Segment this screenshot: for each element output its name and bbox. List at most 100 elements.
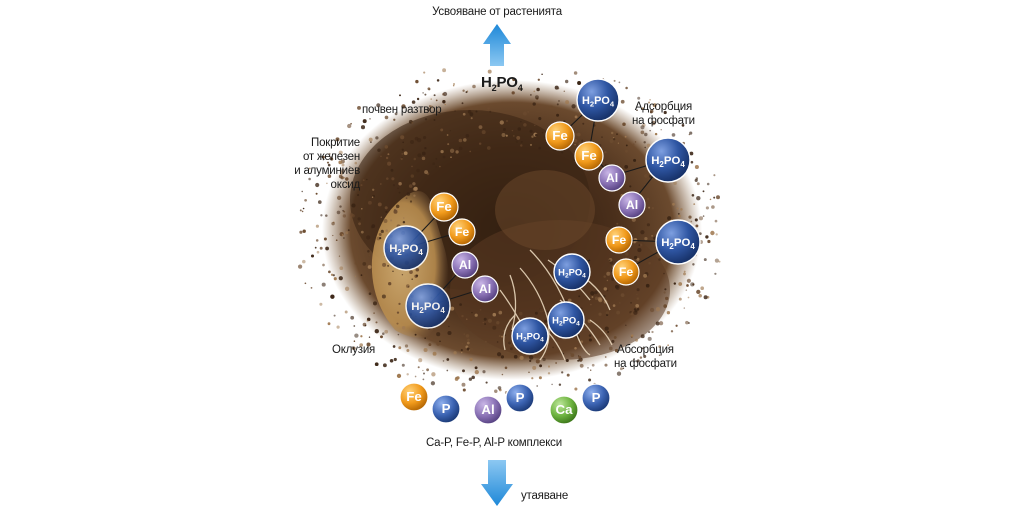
arrow-down-icon	[481, 460, 513, 506]
soil-speck	[404, 344, 409, 348]
soil-speck	[616, 222, 619, 225]
soil-speck	[698, 232, 702, 236]
soil-speck	[319, 246, 323, 250]
soil-speck	[304, 198, 307, 202]
soil-speck	[422, 369, 424, 372]
soil-speck	[515, 140, 519, 143]
fe-ion: Fe	[574, 141, 604, 171]
soil-speck	[357, 251, 359, 253]
soil-speck	[448, 325, 450, 328]
soil-speck	[342, 209, 344, 212]
fe-ion-sphere	[612, 258, 640, 286]
soil-speck	[405, 284, 410, 288]
soil-speck	[703, 258, 707, 262]
soil-speck	[385, 229, 388, 232]
soil-speck	[625, 252, 629, 256]
phosphate-ion-part: H	[411, 301, 419, 313]
soil-speck	[695, 224, 699, 228]
soil-speck	[375, 136, 379, 140]
soil-speck	[466, 341, 470, 345]
p-ion: P	[581, 383, 611, 413]
soil-speck	[377, 148, 381, 152]
soil-speck	[501, 133, 506, 137]
soil-speck	[406, 349, 410, 352]
soil-speck	[482, 321, 484, 324]
phosphate-ion-part: 4	[540, 337, 544, 344]
soil-speck	[531, 135, 534, 138]
soil-speck	[424, 118, 428, 121]
soil-speck	[693, 203, 696, 205]
soil-speck	[423, 347, 428, 353]
soil-speck	[694, 164, 699, 170]
soil-speck	[505, 134, 508, 137]
phosphate-ion-part: 2	[523, 337, 527, 344]
soil-speck	[421, 156, 426, 161]
soil-speck	[486, 146, 491, 150]
soil-speck	[463, 333, 466, 335]
soil-speck	[302, 229, 306, 233]
phosphate-ion: H2PO4	[511, 317, 549, 355]
soil-speck	[364, 324, 367, 327]
soil-speck	[399, 94, 401, 97]
fe-ion-text: Fe	[581, 148, 597, 163]
soil-speck	[547, 365, 551, 368]
soil-speck	[360, 125, 366, 130]
soil-speck	[417, 153, 422, 158]
soil-speck	[475, 110, 478, 113]
soil-speck	[395, 204, 400, 209]
soil-speck	[483, 348, 485, 350]
soil-speck	[351, 213, 355, 218]
soil-speck	[396, 373, 402, 379]
soil-speck	[648, 261, 651, 265]
soil-speck	[391, 177, 395, 181]
soil-speck	[366, 235, 371, 240]
root-hairs	[499, 249, 613, 361]
soil-speck	[625, 149, 628, 153]
soil-speck	[574, 387, 578, 391]
soil-speck	[393, 357, 397, 362]
soil-speck	[646, 143, 651, 148]
free-phosphate-formula: H2PO4	[481, 74, 523, 93]
phosphate-ion: H2PO4	[405, 283, 451, 329]
soil-speck	[649, 98, 651, 101]
soil-speck	[571, 104, 576, 109]
absorption-label: Абсорбция на фосфати	[614, 344, 677, 370]
phosphate-ion-part: 4	[440, 306, 445, 315]
soil-speck	[397, 333, 400, 336]
soil-speck	[580, 340, 584, 343]
soil-speck	[634, 141, 637, 143]
soil-speck	[608, 259, 611, 262]
soil-speck	[433, 119, 436, 121]
soil-speck	[429, 337, 434, 342]
soil-speck	[439, 340, 441, 343]
soil-speck	[534, 311, 538, 315]
soil-speck	[636, 293, 638, 296]
fe-ion-sphere	[448, 218, 476, 246]
phosphate-ion-part: H	[552, 314, 559, 325]
soil-speck	[565, 100, 570, 105]
soil-speck	[686, 284, 689, 287]
occlusion-label: Оклузия	[332, 344, 376, 356]
soil-speck	[698, 294, 702, 298]
soil-solution-label: почвен разтвор	[362, 104, 442, 116]
soil-speck	[446, 369, 449, 372]
soil-speck	[302, 207, 305, 210]
soil-speck	[508, 341, 512, 345]
soil-speck	[452, 84, 455, 87]
soil-speck	[469, 357, 473, 362]
phosphate-ion-part: PO	[594, 95, 610, 107]
soil-speck	[588, 334, 592, 337]
soil-speck	[412, 182, 416, 186]
soil-speck	[430, 381, 436, 386]
al-ion: Al	[471, 275, 499, 303]
soil-speck	[640, 334, 645, 339]
al-ion: Al	[598, 164, 626, 192]
soil-speck	[373, 301, 377, 306]
soil-speck	[485, 381, 488, 384]
soil-speck	[629, 185, 632, 188]
soil-speck	[450, 156, 452, 159]
phosphate-ion-part: PO	[569, 266, 583, 277]
soil-speck	[707, 239, 711, 244]
phosphate-ion-part: 2	[659, 160, 664, 169]
